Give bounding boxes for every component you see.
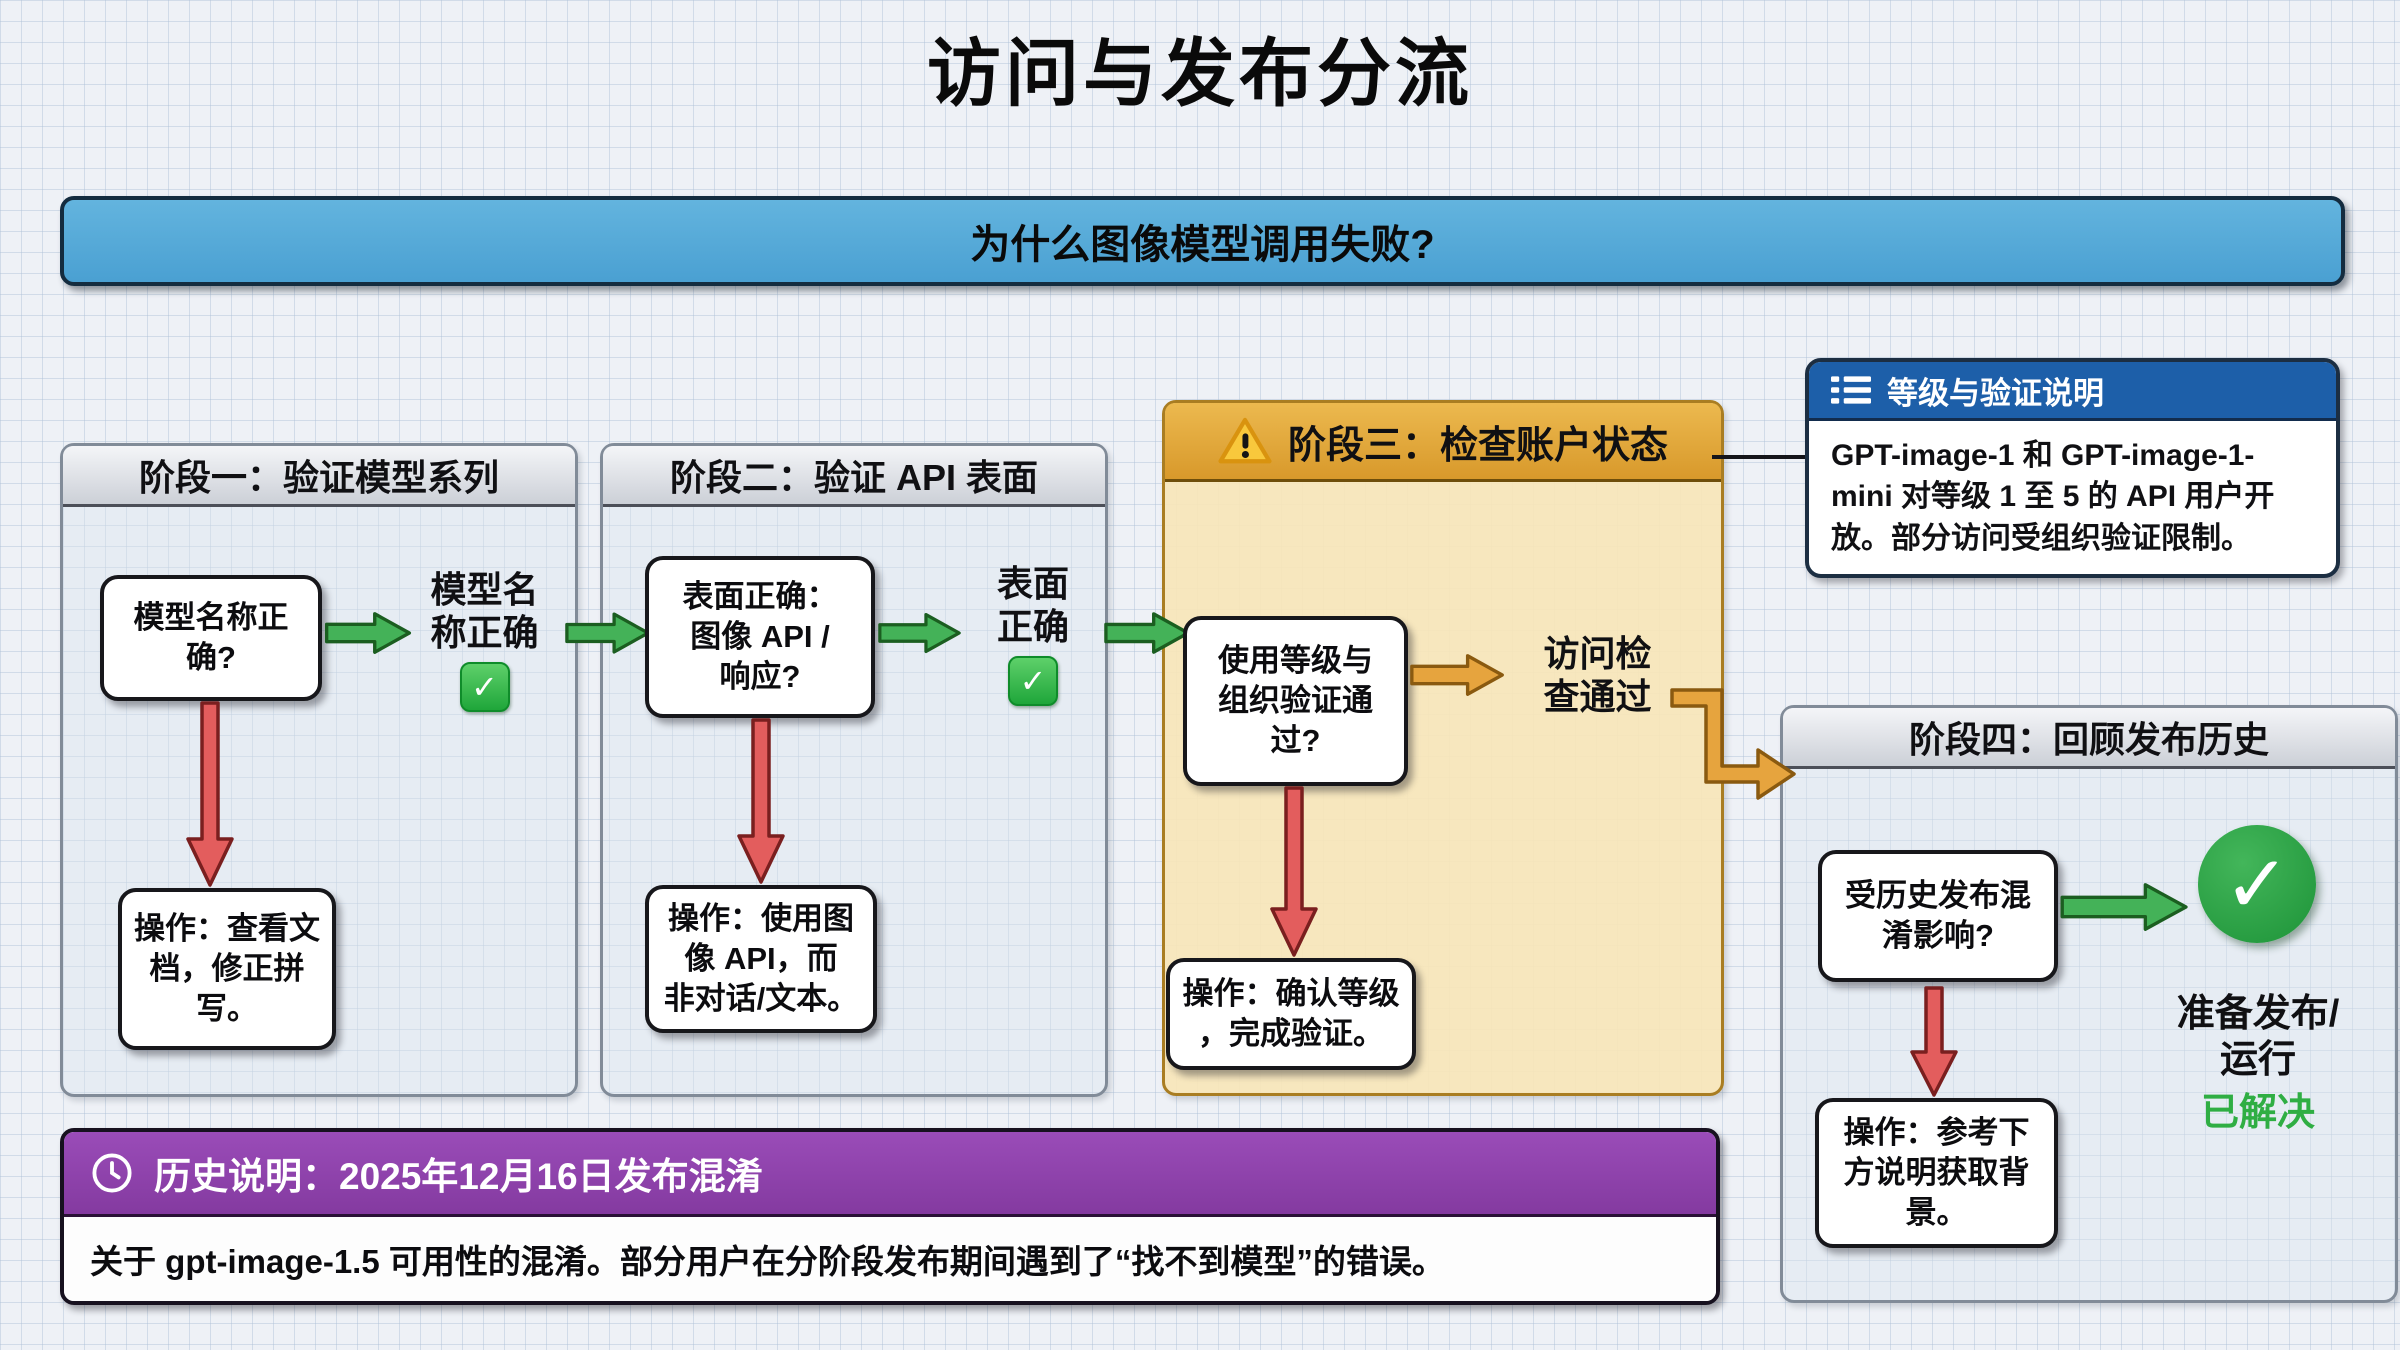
- stage3-header: 阶段三：检查账户状态: [1165, 403, 1721, 482]
- history-note-title: 历史说明：2025年12月16日发布混淆: [154, 1156, 763, 1197]
- tier-note-header: 等级与验证说明: [1809, 362, 2336, 421]
- history-note: 历史说明：2025年12月16日发布混淆 关于 gpt-image-1.5 可用…: [60, 1128, 1720, 1305]
- question-banner: 为什么图像模型调用失败?: [60, 196, 2345, 286]
- yes-arrow-icon: [324, 608, 412, 658]
- stage1-yes-label: 模型名 称正确: [430, 569, 539, 654]
- check-emoji-icon: [1008, 656, 1058, 707]
- page-title: 访问与发布分流: [927, 32, 1473, 115]
- stage3-header-text: 阶段三：检查账户状态: [1287, 424, 1668, 467]
- no-arrow-icon: [1910, 986, 1958, 1098]
- check-emoji-icon: [459, 662, 510, 713]
- stage2-question-box: 表面正确： 图像 API / 响应?: [645, 556, 875, 718]
- stage2-action-box: 操作：使用图 像 API，而 非对话/文本。: [645, 885, 877, 1033]
- warning-icon: [1218, 416, 1272, 466]
- stage3-yes-label: 访问检 查通过: [1543, 633, 1652, 718]
- question-banner-text: 为什么图像模型调用失败?: [970, 223, 1435, 267]
- yes-arrow-icon: [878, 608, 961, 658]
- history-note-body: 关于 gpt-image-1.5 可用性的混淆。部分用户在分阶段发布期间遇到了“…: [64, 1217, 1716, 1301]
- resolved-check-icon: [2198, 825, 2316, 943]
- stage1-header-text: 阶段一：验证模型系列: [138, 457, 499, 498]
- no-arrow-icon: [1270, 786, 1318, 958]
- stage2-yes-label: 表面 正确: [996, 563, 1069, 648]
- stage4-question-box: 受历史发布混 淆影响?: [1818, 850, 2058, 982]
- yes-arrow-icon: [565, 608, 650, 658]
- resolved-badge: 已解决: [2200, 1092, 2315, 1135]
- stage3-info-connector: [1712, 455, 1808, 459]
- yes-arrow-icon: [2058, 878, 2194, 936]
- elbow-arrow-icon: [1670, 688, 1798, 806]
- tier-note-body: GPT-image-1 和 GPT-image-1-mini 对等级 1 至 5…: [1831, 439, 2275, 555]
- tier-note-title: 等级与验证说明: [1887, 375, 2104, 411]
- history-note-header: 历史说明：2025年12月16日发布混淆: [64, 1132, 1716, 1217]
- no-arrow-icon: [737, 718, 785, 885]
- stage4-result-group: 准备发布/ 运行 已解决: [2128, 992, 2388, 1137]
- yes-arrow-icon: [1104, 608, 1190, 658]
- tier-verification-note: 等级与验证说明 GPT-image-1 和 GPT-image-1-mini 对…: [1805, 358, 2340, 578]
- stage2-header-text: 阶段二：验证 API 表面: [669, 457, 1039, 498]
- stage2-header: 阶段二：验证 API 表面: [603, 446, 1105, 507]
- stage1-question-box: 模型名称正 确?: [100, 575, 322, 701]
- stage4-result-label: 准备发布/ 运行: [2176, 993, 2340, 1081]
- stage1-yes-label-group: 模型名 称正确: [402, 568, 567, 713]
- no-arrow-icon: [186, 701, 234, 888]
- stage4-header-text: 阶段四：回顾发布历史: [1908, 719, 2269, 760]
- stage3-action-box: 操作：确认等级 ，完成验证。: [1166, 958, 1416, 1070]
- stage1-action-box: 操作：查看文 档，修正拼 写。: [118, 888, 336, 1050]
- stage4-header: 阶段四：回顾发布历史: [1783, 708, 2395, 769]
- access-pass-arrow-icon: [1408, 650, 1508, 700]
- stage4-action-box: 操作：参考下 方说明获取背 景。: [1815, 1098, 2058, 1248]
- list-icon: [1831, 374, 1871, 406]
- stage3-question-box: 使用等级与 组织验证通 过?: [1183, 616, 1408, 786]
- stage1-header: 阶段一：验证模型系列: [63, 446, 575, 507]
- clock-icon: [90, 1151, 134, 1195]
- stage2-yes-label-group: 表面 正确: [958, 562, 1108, 707]
